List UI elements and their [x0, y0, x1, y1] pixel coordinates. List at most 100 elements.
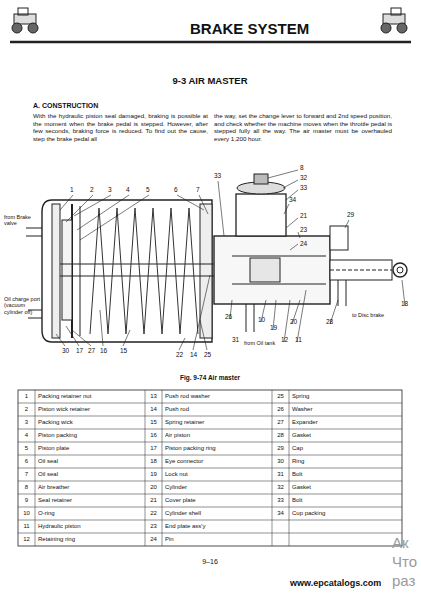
- callout-number: 24: [300, 240, 307, 247]
- table-cell: Spring: [292, 393, 309, 400]
- table-cell: Cap: [292, 445, 303, 452]
- table-cell: 23: [150, 523, 157, 530]
- table-cell: 19: [150, 471, 157, 478]
- table-cell: Piston plate: [38, 445, 69, 452]
- watermark-url: www.epcatalogs.com: [290, 578, 381, 588]
- table-cell: Retaining ring: [38, 536, 75, 543]
- table-cell: 18: [150, 458, 157, 465]
- table-cell: 29: [277, 445, 284, 452]
- callout-number: 4: [126, 186, 130, 193]
- table-cell: 13: [150, 393, 157, 400]
- table-cell: 7: [25, 471, 28, 478]
- callout-number: 29: [347, 211, 354, 218]
- table-cell: Cover plate: [165, 497, 196, 504]
- callout-number: 17: [76, 347, 83, 354]
- callout-number: 25: [204, 351, 211, 358]
- callout-number: 33: [214, 172, 221, 179]
- watermark: Ак: [392, 534, 409, 551]
- table-cell: Push rod washer: [165, 393, 210, 400]
- table-cell: Spring retainer: [165, 419, 204, 426]
- callout-number: 6: [174, 186, 178, 193]
- callout-number: 3: [108, 186, 112, 193]
- table-cell: Push rod: [165, 406, 189, 413]
- callout-number: 11: [295, 336, 302, 343]
- cylinder-shell: [42, 200, 212, 342]
- table-cell: 2: [25, 406, 28, 413]
- table-cell: 5: [25, 445, 28, 452]
- table-cell: O-ring: [38, 510, 55, 517]
- table-cell: 28: [277, 432, 284, 439]
- port-label: from Brake valve: [4, 214, 34, 227]
- body-text: With the hydraulic piston seal damaged, …: [33, 112, 208, 142]
- table-cell: 12: [23, 536, 30, 543]
- table-cell: Bolt: [292, 497, 302, 504]
- table-cell: Packing retainer nut: [38, 393, 91, 400]
- table-cell: Eye connector: [165, 458, 203, 465]
- figure-caption: Fig. 9-74 Air master: [180, 374, 240, 381]
- tractor-icon: [381, 8, 407, 33]
- table-cell: Expander: [292, 419, 318, 426]
- table-cell: 24: [150, 536, 157, 543]
- table-cell: Piston packing ring: [165, 445, 216, 452]
- table-cell: Oil seal: [38, 471, 58, 478]
- callout-number: 2: [90, 186, 94, 193]
- table-cell: Air piston: [165, 432, 190, 439]
- table-cell: Washer: [292, 406, 312, 413]
- port-label: to Disc brake: [352, 312, 392, 318]
- callout-number: 30: [62, 347, 69, 354]
- callout-number: 16: [100, 347, 107, 354]
- table-cell: Bolt: [292, 471, 302, 478]
- table-cell: Piston wick retainer: [38, 406, 90, 413]
- table-cell: Seal retainer: [38, 497, 72, 504]
- callout-number: 28: [326, 318, 333, 325]
- table-cell: 21: [150, 497, 157, 504]
- table-cell: Gasket: [292, 432, 311, 439]
- page-number: 9–16: [202, 558, 218, 566]
- subsection-heading: A. CONSTRUCTION: [33, 102, 98, 110]
- table-cell: 27: [277, 419, 284, 426]
- port-label: from Oil tank: [244, 340, 284, 346]
- callout-number: 19: [270, 324, 277, 331]
- oil-reservoir: [236, 194, 286, 236]
- table-cell: 1: [25, 393, 28, 400]
- callout-number: 21: [300, 212, 307, 219]
- table-cell: 10: [23, 510, 30, 517]
- table-cell: 3: [25, 419, 28, 426]
- table-cell: 20: [150, 484, 157, 491]
- callout-number: 8: [300, 164, 304, 171]
- callout-number: 15: [120, 347, 127, 354]
- callout-number: 23: [300, 226, 307, 233]
- table-cell: 9: [25, 497, 28, 504]
- callout-number: 33: [300, 184, 307, 191]
- table-cell: Gasket: [292, 484, 311, 491]
- watermark: раз: [392, 572, 415, 589]
- table-cell: 32: [277, 484, 284, 491]
- table-cell: 26: [277, 406, 284, 413]
- table-cell: Pin: [165, 536, 174, 543]
- table-cell: Ring: [292, 458, 304, 465]
- table-cell: Cylinder: [165, 484, 187, 491]
- table-cell: 8: [25, 484, 28, 491]
- callout-number: 27: [88, 347, 95, 354]
- callout-number: 12: [281, 336, 288, 343]
- callout-number: 5: [146, 186, 150, 193]
- watermark: Что: [392, 553, 417, 570]
- table-cell: Packing wick: [38, 419, 73, 426]
- table-cell: 16: [150, 432, 157, 439]
- page-title: BRAKE SYSTEM: [190, 20, 309, 37]
- callout-number: 22: [176, 351, 183, 358]
- callout-number: 32: [300, 174, 307, 181]
- callout-number: 14: [190, 351, 197, 358]
- table-cell: 6: [25, 458, 28, 465]
- table-cell: Oil seal: [38, 458, 58, 465]
- table-cell: End plate ass'y: [165, 523, 206, 530]
- callout-number: 18: [401, 300, 408, 307]
- table-cell: 30: [277, 458, 284, 465]
- table-cell: 4: [25, 432, 28, 439]
- table-cell: 33: [277, 497, 284, 504]
- table-cell: Cup packing: [292, 510, 325, 517]
- table-cell: 31: [277, 471, 284, 478]
- parts-table: [18, 390, 402, 546]
- section-heading: 9-3 AIR MASTER: [172, 76, 247, 87]
- table-cell: 17: [150, 445, 157, 452]
